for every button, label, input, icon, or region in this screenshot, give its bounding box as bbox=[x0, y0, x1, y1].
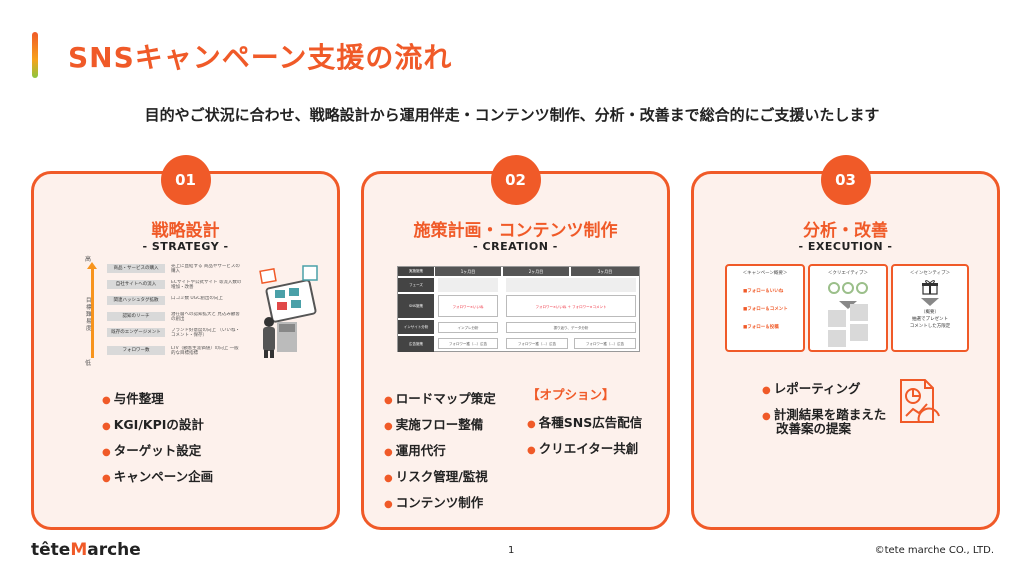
kpi-row-label: 自社サイトへの流入 bbox=[107, 280, 165, 289]
down-arrow-icon bbox=[839, 301, 857, 309]
creative-card: ＜クリエイティブ＞ bbox=[808, 264, 888, 352]
table-row-label: SNS施策 bbox=[398, 294, 434, 318]
plan-cell: フォロワー×いいね ＋ フォロワー×コメント bbox=[506, 295, 636, 317]
table-row-label: フェーズ bbox=[398, 278, 434, 292]
incentive-card: ＜インセンティブ＞ （概要） 抽選でプレゼント コメントした方限定 bbox=[891, 264, 969, 352]
plan-cell: フォロワー×いいね bbox=[438, 295, 498, 317]
table-row-label: 広告施策 bbox=[398, 336, 434, 352]
kpi-row-label: 既存のエンゲージメント bbox=[107, 328, 165, 337]
report-chart-icon bbox=[900, 379, 940, 423]
step-title: 施策計画・コンテンツ制作 bbox=[413, 221, 618, 241]
copyright: ©tete marche CO., LTD. bbox=[874, 545, 994, 556]
step-panel-execution: 03 分析・改善 - EXECUTION - ＜キャンペーン概要＞ ■フォロー＆… bbox=[691, 155, 1000, 530]
card-line: （概要） bbox=[921, 310, 939, 315]
page-subtitle: 目的やご状況に合わせ、戦略設計から運用伴走・コンテンツ制作、分析・改善まで総合的… bbox=[144, 106, 880, 124]
roadmap-table-figure: 実施施策 1ヶ月目 2ヶ月目 3ヶ月目 フェーズ SNS施策 フォロワー×いいね… bbox=[397, 266, 640, 352]
step-subtitle: - CREATION - bbox=[473, 240, 558, 253]
list-item-continued: 改善案の提案 bbox=[776, 421, 852, 436]
creative-thumb bbox=[828, 310, 846, 327]
month-header bbox=[435, 267, 501, 276]
list-item: ターゲット設定 bbox=[102, 440, 213, 459]
gift-box-icon bbox=[922, 280, 938, 295]
phase-cell bbox=[506, 278, 636, 292]
kpi-row-desc: 口コミ数 UGC創出の向上 bbox=[171, 296, 223, 301]
wreath-images bbox=[810, 279, 886, 298]
card-title: ＜クリエイティブ＞ bbox=[827, 271, 869, 276]
page-number: 1 bbox=[508, 545, 515, 556]
kpi-row-label: 商品・サービスの購入 bbox=[107, 264, 165, 273]
list-item: コンテンツ制作 bbox=[384, 492, 496, 511]
card-line: コメントした方限定 bbox=[909, 324, 951, 329]
page-title: SNSキャンペーン支援の流れ bbox=[68, 41, 453, 74]
list-item: クリエイター共創 bbox=[527, 438, 642, 457]
kpi-row-desc: 売上に直結する 商品やサービスの購入 bbox=[171, 264, 240, 274]
month-header bbox=[571, 267, 639, 276]
card-line: 抽選でプレゼント bbox=[912, 317, 948, 322]
company-logo: têteMarche bbox=[31, 540, 141, 560]
list-item: 運用代行 bbox=[384, 440, 496, 459]
down-arrow-icon bbox=[921, 298, 939, 306]
creative-thumb bbox=[850, 304, 868, 321]
creative-thumb bbox=[828, 330, 846, 347]
plan-cell: フォロワー獲（...）広告 bbox=[574, 338, 636, 349]
kpi-row-desc: LTV（顧客生涯価値）の向上 一般的な目標指標 bbox=[171, 346, 239, 356]
month-header bbox=[503, 267, 569, 276]
axis-bottom-label: 低 bbox=[85, 360, 92, 367]
kpi-row-desc: ECサイトや公式サイト 等流入数の増加・改善 bbox=[171, 280, 242, 290]
table-row-label: 実施施策 bbox=[398, 267, 434, 276]
kpi-row-desc: ブランド好意度の向上 （いいね・コメント・保存） bbox=[171, 328, 240, 338]
card-line: ■フォロー＆いいね bbox=[743, 289, 784, 294]
step-title: 戦略設計 bbox=[151, 221, 220, 241]
kpi-row-label: フォロワー数 bbox=[107, 346, 165, 355]
step-number-badge: 03 bbox=[820, 155, 871, 205]
kpi-row-label: 関連ハッシュタグ拡散 bbox=[107, 296, 165, 305]
card-line: ■フォロー＆コメント bbox=[743, 307, 788, 312]
kpi-pyramid-figure: 高 目標難易度 低 商品・サービスの購入 売上に直結する 商品やサービスの購入 … bbox=[85, 256, 323, 367]
list-item: リスク管理/監視 bbox=[384, 466, 496, 485]
strategy-item-list: 与件整理 KGI/KPIの設計 ターゲット設定 キャンペーン企画 bbox=[102, 388, 213, 492]
month-label: 3ヶ月目 bbox=[597, 269, 613, 274]
list-item: ロードマップ策定 bbox=[384, 388, 496, 407]
campaign-overview-card: ＜キャンペーン概要＞ ■フォロー＆いいね ■フォロー＆コメント ■フォロー＆投稿 bbox=[725, 264, 805, 352]
step-panel-strategy: 01 戦略設計 - STRATEGY - 高 目標難易度 低 商品・サービスの購… bbox=[31, 155, 340, 530]
step-number-badge: 02 bbox=[490, 155, 541, 205]
list-item: レポーティング bbox=[762, 378, 886, 397]
step-subtitle: - EXECUTION - bbox=[798, 240, 893, 253]
plan-cell: 振り返り、データ分析 bbox=[506, 322, 636, 333]
list-item: 与件整理 bbox=[102, 388, 213, 407]
list-item: 計測結果を踏まえた bbox=[762, 404, 887, 423]
step-panel-creation: 02 施策計画・コンテンツ制作 - CREATION - 実施施策 1ヶ月目 2… bbox=[361, 155, 670, 530]
month-label: 1ヶ月目 bbox=[460, 269, 476, 274]
title-accent-bar bbox=[32, 32, 38, 78]
phase-cell bbox=[438, 278, 498, 292]
list-item: キャンペーン企画 bbox=[102, 466, 213, 485]
table-row-label: インサイト分析 bbox=[398, 320, 434, 334]
step-subtitle: - STRATEGY - bbox=[142, 240, 229, 253]
list-item: 各種SNS広告配信 bbox=[527, 412, 642, 431]
plan-cell: インプレ分析 bbox=[438, 322, 498, 333]
kpi-row-label: 認知のリーチ bbox=[107, 312, 165, 321]
card-title: ＜キャンペーン概要＞ bbox=[742, 271, 788, 276]
creation-item-list: ロードマップ策定 実施フロー整備 運用代行 リスク管理/監視 コンテンツ制作 bbox=[384, 388, 496, 518]
option-label: 【オプション】 bbox=[527, 387, 615, 402]
list-item: 実施フロー整備 bbox=[384, 414, 496, 433]
kpi-row-desc: 潜在層への認知拡大と 見込み顧客の創出 bbox=[171, 312, 240, 322]
month-label: 2ヶ月目 bbox=[528, 269, 544, 274]
axis-label: 目標難易度 bbox=[86, 298, 92, 332]
difficulty-axis: 高 目標難易度 低 bbox=[85, 256, 99, 367]
card-title: ＜インセンティブ＞ bbox=[909, 271, 951, 276]
option-item-list: 各種SNS広告配信 クリエイター共創 bbox=[527, 412, 642, 464]
plan-cell: フォロワー獲（...）広告 bbox=[438, 338, 498, 349]
plan-cell: フォロワー獲（...）広告 bbox=[506, 338, 568, 349]
list-item: KGI/KPIの設計 bbox=[102, 414, 213, 433]
step-number-badge: 01 bbox=[160, 155, 211, 205]
card-line: ■フォロー＆投稿 bbox=[743, 325, 779, 330]
step-title: 分析・改善 bbox=[803, 221, 888, 241]
person-with-phone-illustration bbox=[259, 265, 318, 358]
creative-thumb bbox=[850, 324, 868, 341]
execution-item-list: レポーティング 計測結果を踏まえた bbox=[762, 378, 887, 430]
axis-top-label: 高 bbox=[85, 256, 92, 263]
